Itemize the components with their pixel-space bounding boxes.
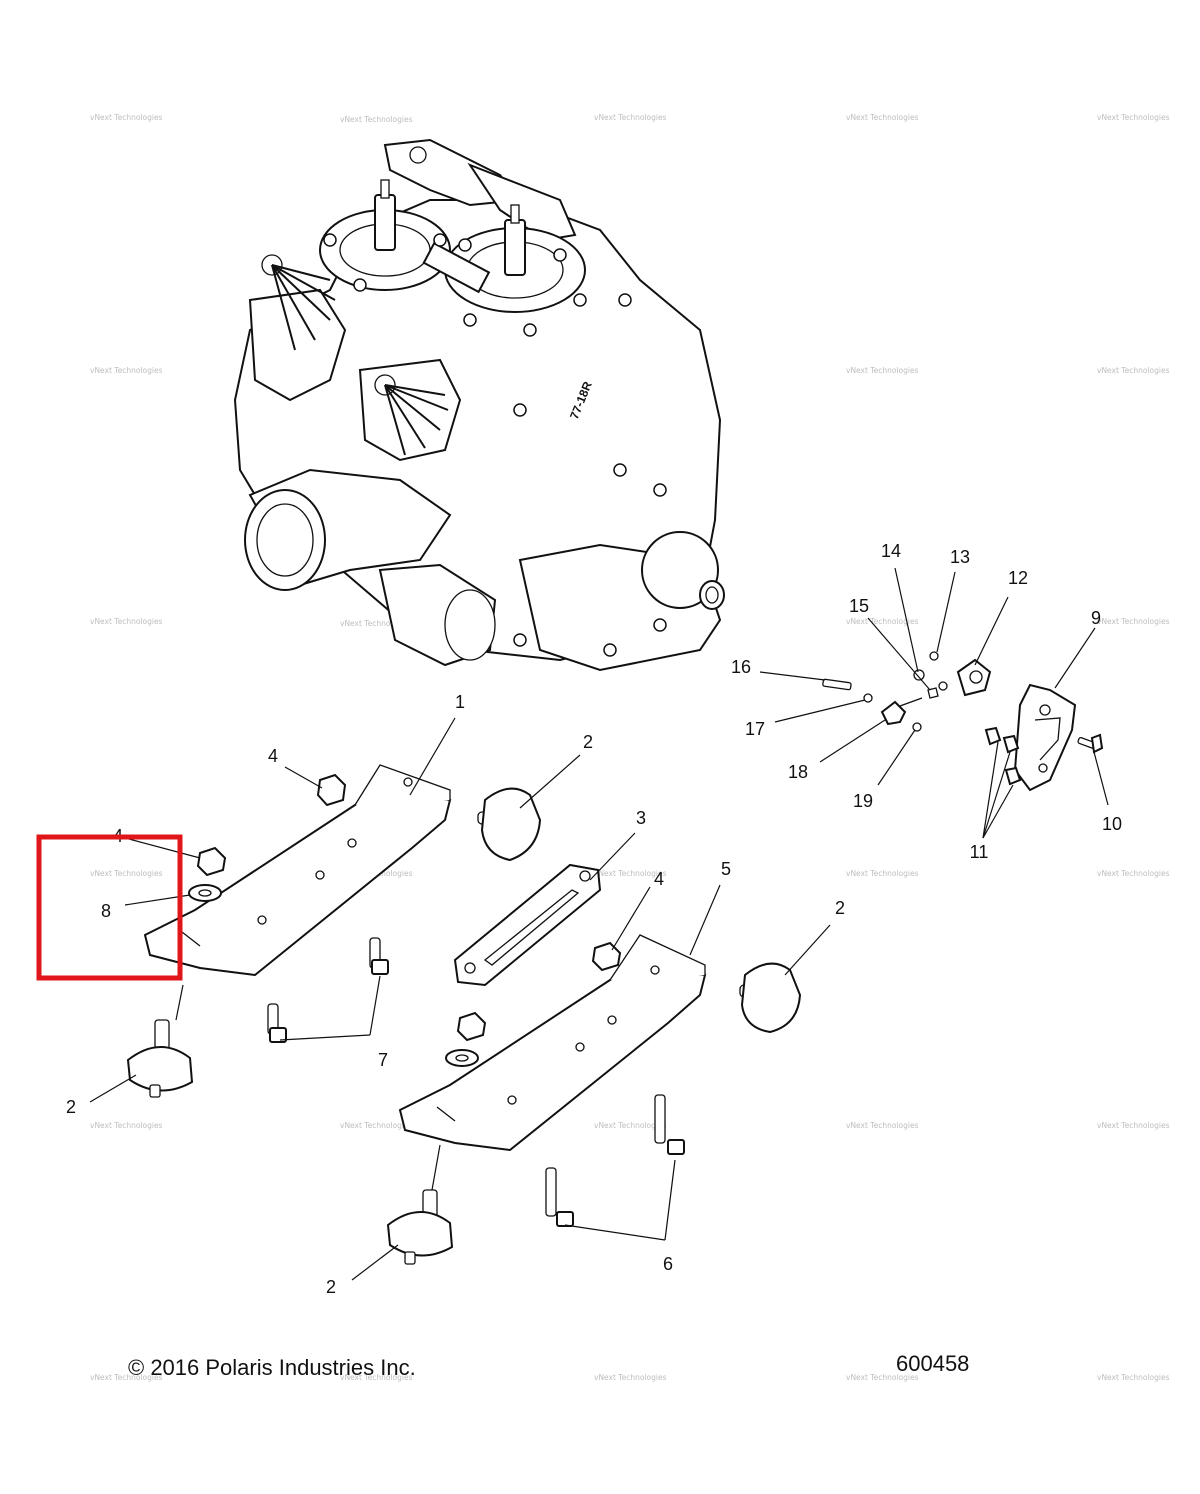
callout-3: 3 xyxy=(636,808,646,828)
watermark: vNext Technologies xyxy=(594,113,667,122)
watermark: vNext Technologies xyxy=(90,1373,163,1382)
callout-6: 6 xyxy=(663,1254,673,1274)
rubber-mount-lower-left xyxy=(126,1019,194,1098)
bolt-16 xyxy=(822,678,852,691)
small-hardware-13-14-15-17-19 xyxy=(863,651,948,732)
watermark: vNext Technologies xyxy=(846,1373,919,1382)
callout-10: 10 xyxy=(1102,814,1122,834)
washer-8 xyxy=(188,884,222,902)
rod-end-18 xyxy=(880,697,923,726)
highlight-box xyxy=(36,834,183,981)
callout-12: 12 xyxy=(1008,568,1028,588)
watermark: vNext Technologies xyxy=(846,366,919,375)
callout-19: 19 xyxy=(853,791,873,811)
callout-4: 4 xyxy=(654,869,664,889)
watermark: vNext Technologies xyxy=(1097,113,1170,122)
watermark: vNext Technologies xyxy=(90,1121,163,1130)
flange-nut-lower xyxy=(445,1011,487,1067)
watermark: vNext Technologies xyxy=(90,869,163,878)
engine-mount-bracket-5 xyxy=(398,934,707,1152)
callout-11: 11 xyxy=(970,842,989,862)
torque-bracket-9 xyxy=(1013,683,1077,792)
callout-2: 2 xyxy=(835,898,845,918)
rubber-mount-lower-middle xyxy=(386,1189,454,1265)
watermark: vNext Technologies xyxy=(846,617,919,626)
watermark: vNext Technologies xyxy=(90,617,163,626)
flange-nut-4-middle xyxy=(591,941,622,972)
callout-numbers: 1 2 4 4 8 3 4 5 2 2 7 2 6 9 10 11 12 13 … xyxy=(66,541,1122,1297)
watermark: vNext Technologies xyxy=(594,1373,667,1382)
rubber-mount-upper-right xyxy=(477,787,542,862)
callout-4: 4 xyxy=(268,746,278,766)
watermark: vNext Technologies xyxy=(90,366,163,375)
callout-13: 13 xyxy=(950,547,970,567)
callout-18: 18 xyxy=(788,762,808,782)
flange-nut-4-left xyxy=(196,846,227,877)
watermark: vNext Technologies xyxy=(846,113,919,122)
watermark: vNext Technologies xyxy=(1097,1121,1170,1130)
callout-14: 14 xyxy=(881,541,901,561)
watermark: vNext Technologies xyxy=(846,1121,919,1130)
bolts-11 xyxy=(984,726,1022,786)
callout-5: 5 xyxy=(721,859,731,879)
diagram-number: 600458 xyxy=(896,1351,969,1376)
callout-7: 7 xyxy=(378,1050,388,1070)
watermark: vNext Technologies xyxy=(846,869,919,878)
callout-8: 8 xyxy=(101,901,111,921)
leader-lines xyxy=(89,567,1109,1281)
watermark: vNext Technologies xyxy=(1097,617,1170,626)
watermark: vNext Technologies xyxy=(340,115,413,124)
callout-16: 16 xyxy=(731,657,751,677)
watermark: vNext Technologies xyxy=(594,869,667,878)
slotted-plate-3 xyxy=(453,863,602,987)
watermark: vNext Technologies xyxy=(1097,1373,1170,1382)
callout-2: 2 xyxy=(326,1277,336,1297)
watermark: vNext Technologies xyxy=(1097,366,1170,375)
rod-end-12 xyxy=(956,658,992,697)
engine-illustration: LIBERTY 77-18R xyxy=(233,138,725,672)
watermark: vNext Technologies xyxy=(340,619,413,628)
bolt-10 xyxy=(1077,733,1104,754)
callout-17: 17 xyxy=(745,719,765,739)
watermark: vNext Technologies xyxy=(594,1121,667,1130)
watermark: vNext Technologies xyxy=(90,113,163,122)
watermark: vNext Technologies xyxy=(1097,869,1170,878)
bolts-7 xyxy=(267,937,389,1043)
watermark: vNext Technologies xyxy=(340,1121,413,1130)
bolts-6 xyxy=(545,1094,685,1227)
engine-mount-bracket-1 xyxy=(143,764,452,977)
callout-9: 9 xyxy=(1091,608,1101,628)
callout-1: 1 xyxy=(455,692,465,712)
rubber-mount-middle-right xyxy=(739,962,802,1034)
watermark: vNext Technologies xyxy=(340,1373,413,1382)
flange-nut-4-upper xyxy=(316,773,347,807)
callout-15: 15 xyxy=(849,596,869,616)
callout-2: 2 xyxy=(583,732,593,752)
copyright-text: © 2016 Polaris Industries Inc. xyxy=(128,1355,416,1380)
callout-2: 2 xyxy=(66,1097,76,1117)
